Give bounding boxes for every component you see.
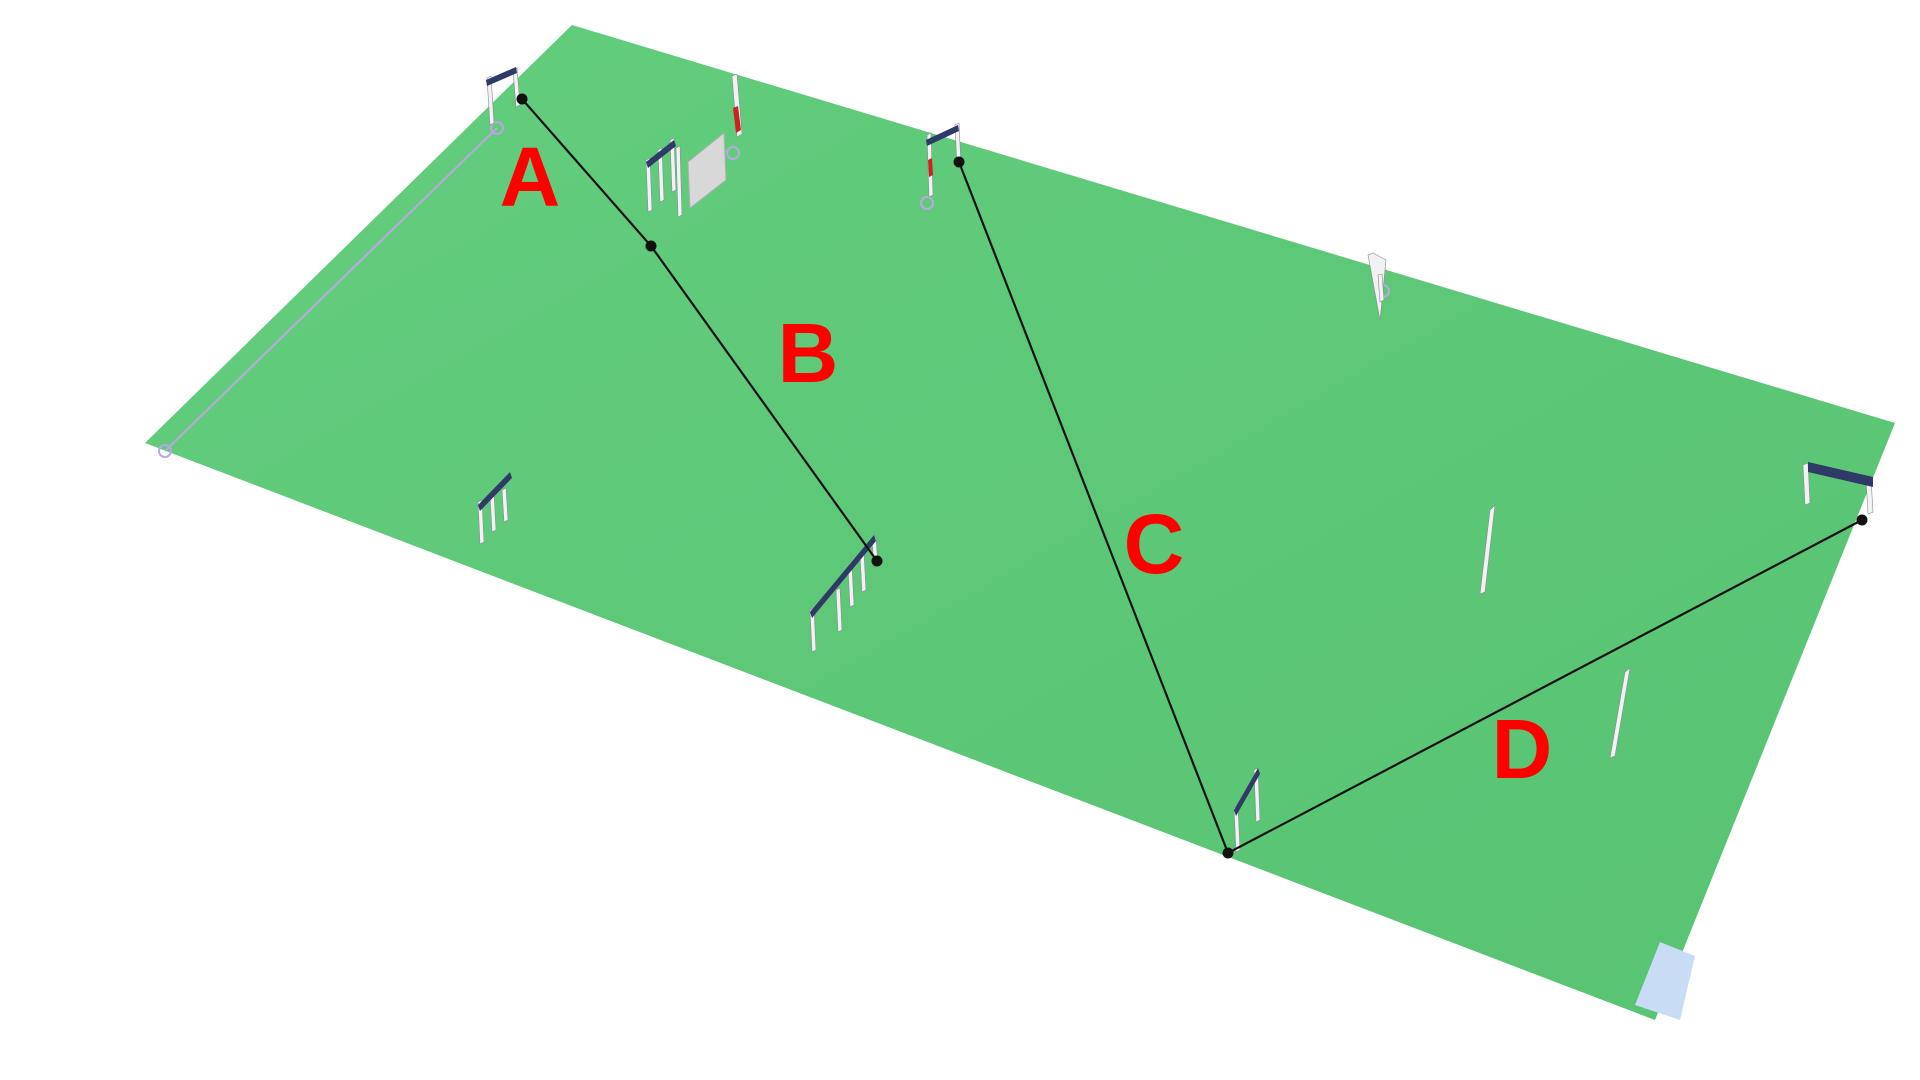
waypoint [516, 93, 528, 105]
flag-right-middle [1479, 504, 1496, 595]
boundary-guide-line [164, 127, 498, 452]
segment-label-c: C [1124, 497, 1185, 591]
field-shading [145, 25, 1895, 1020]
guide-point [158, 444, 172, 458]
gate-b-cluster [809, 535, 879, 653]
waypoint [1222, 847, 1234, 859]
gate-left-lower [477, 472, 512, 545]
guide-point [490, 121, 504, 135]
waypoint [645, 240, 657, 252]
gate-bottom [1233, 767, 1261, 853]
panel-obstacle [687, 73, 743, 209]
waypoint [953, 156, 965, 168]
waypoint [1856, 514, 1868, 526]
gate-top-middle [926, 122, 962, 198]
waypoint [871, 555, 883, 567]
gate-far-right [1802, 462, 1874, 515]
flag-right-lower [1609, 667, 1631, 759]
segment-label-a: A [500, 130, 561, 224]
segment-label-b: B [778, 306, 839, 400]
guide-point [726, 146, 740, 160]
flag-top-right [1367, 252, 1387, 321]
segment-label-d: D [1492, 702, 1553, 796]
guide-point [920, 196, 934, 210]
flight-path [516, 93, 1868, 859]
corner-marker [1635, 942, 1695, 1020]
gate-a-hurdle [645, 137, 683, 218]
